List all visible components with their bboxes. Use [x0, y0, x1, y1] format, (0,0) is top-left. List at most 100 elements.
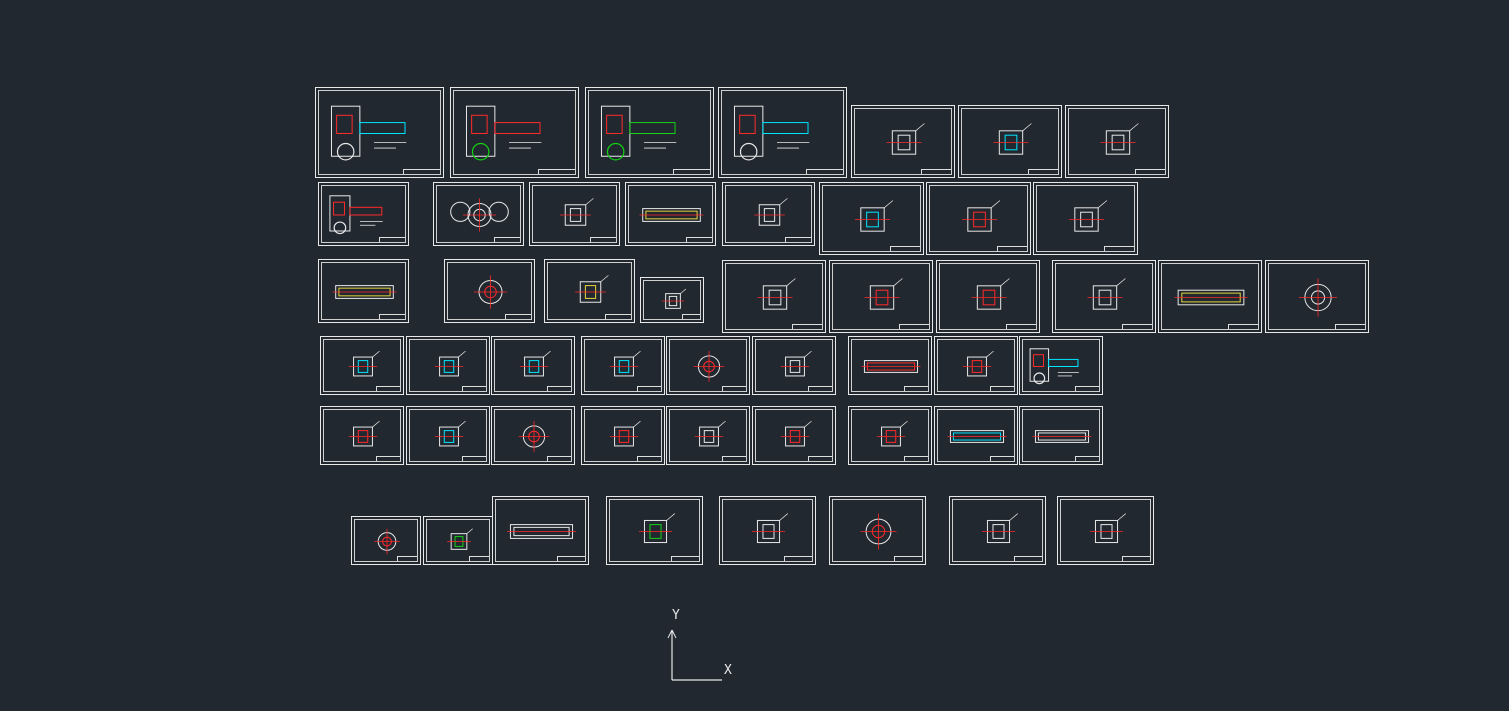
drawing-sheet[interactable] — [529, 182, 620, 246]
sheet-border — [1022, 409, 1100, 462]
drawing-sheet[interactable] — [719, 496, 816, 565]
title-block — [997, 246, 1027, 251]
drawing-sheet[interactable] — [351, 516, 421, 565]
ucs-icon — [667, 629, 722, 681]
title-block — [890, 246, 920, 251]
drawing-sheet[interactable] — [491, 336, 575, 395]
title-block — [784, 556, 812, 561]
ucs-y-label: Y — [672, 608, 680, 623]
sheet-border — [851, 339, 929, 392]
drawing-sheet[interactable] — [492, 496, 589, 565]
title-block — [376, 456, 400, 461]
sheet-border — [318, 90, 441, 175]
sheet-border — [1055, 263, 1153, 330]
drawing-sheet[interactable] — [848, 336, 932, 395]
title-block — [547, 456, 571, 461]
sheet-border — [409, 339, 487, 392]
drawing-sheet[interactable] — [934, 336, 1018, 395]
drawing-sheet[interactable] — [829, 496, 926, 565]
drawing-sheet[interactable] — [718, 87, 847, 178]
title-block — [462, 386, 486, 391]
drawing-sheet[interactable] — [625, 182, 716, 246]
title-block — [808, 386, 832, 391]
sheet-border — [643, 280, 701, 320]
drawing-sheet[interactable] — [1057, 496, 1154, 565]
drawing-sheet[interactable] — [752, 406, 836, 465]
sheet-border — [755, 409, 833, 462]
drawing-sheet[interactable] — [848, 406, 932, 465]
drawing-sheet[interactable] — [1265, 260, 1369, 333]
drawing-sheet[interactable] — [318, 182, 409, 246]
drawing-sheet[interactable] — [423, 516, 493, 565]
drawing-sheet[interactable] — [1033, 182, 1138, 255]
drawing-sheet[interactable] — [829, 260, 933, 333]
sheet-border — [939, 263, 1037, 330]
drawing-sheet[interactable] — [722, 182, 815, 246]
title-block — [538, 169, 575, 174]
title-block — [1075, 456, 1099, 461]
sheet-border — [409, 409, 487, 462]
sheet-border — [854, 108, 952, 175]
drawing-sheet[interactable] — [318, 259, 409, 323]
drawing-sheet[interactable] — [315, 87, 444, 178]
drawing-sheet[interactable] — [752, 336, 836, 395]
drawing-sheet[interactable] — [450, 87, 579, 178]
sheet-border — [832, 499, 923, 562]
drawing-sheet[interactable] — [666, 336, 750, 395]
drawing-sheet[interactable] — [320, 406, 404, 465]
drawing-sheet[interactable] — [1052, 260, 1156, 333]
title-block — [1104, 246, 1134, 251]
sheet-border — [1161, 263, 1259, 330]
title-block — [1122, 324, 1152, 329]
drawing-sheet[interactable] — [1158, 260, 1262, 333]
sheet-border — [547, 262, 632, 320]
drawing-sheet[interactable] — [491, 406, 575, 465]
drawing-sheet[interactable] — [581, 336, 665, 395]
sheet-border — [725, 263, 823, 330]
sheet-border — [321, 185, 406, 243]
title-block — [605, 314, 631, 319]
drawing-sheet[interactable] — [1019, 406, 1103, 465]
drawing-sheet[interactable] — [406, 406, 490, 465]
ucs-x-label: X — [724, 663, 732, 678]
sheet-border — [584, 409, 662, 462]
drawing-sheet[interactable] — [936, 260, 1040, 333]
drawing-sheet[interactable] — [851, 105, 955, 178]
drawing-sheet[interactable] — [949, 496, 1046, 565]
drawing-sheet[interactable] — [581, 406, 665, 465]
title-block — [590, 237, 616, 242]
title-block — [396, 556, 417, 561]
drawing-sheet[interactable] — [819, 182, 924, 255]
title-block — [1228, 324, 1258, 329]
drawing-sheet[interactable] — [606, 496, 703, 565]
drawing-sheet[interactable] — [1065, 105, 1169, 178]
title-block — [505, 314, 531, 319]
drawing-sheet[interactable] — [444, 259, 535, 323]
drawing-sheet[interactable] — [640, 277, 704, 323]
drawing-sheet[interactable] — [666, 406, 750, 465]
drawing-sheet[interactable] — [585, 87, 714, 178]
drawing-sheet[interactable] — [433, 182, 524, 246]
sheet-border — [1060, 499, 1151, 562]
drawing-sheet[interactable] — [722, 260, 826, 333]
title-block — [1075, 386, 1099, 391]
drawing-sheet[interactable] — [320, 336, 404, 395]
drawing-sheet[interactable] — [544, 259, 635, 323]
sheet-border — [1068, 108, 1166, 175]
drawing-sheet[interactable] — [934, 406, 1018, 465]
title-block — [462, 456, 486, 461]
sheet-border — [628, 185, 713, 243]
sheet-border — [323, 409, 401, 462]
drawing-sheet[interactable] — [926, 182, 1031, 255]
sheet-border — [929, 185, 1028, 252]
sheet-border — [961, 108, 1059, 175]
sheet-border — [495, 499, 586, 562]
sheet-border — [755, 339, 833, 392]
title-block — [637, 456, 661, 461]
sheet-border — [584, 339, 662, 392]
title-block — [376, 386, 400, 391]
drawing-sheet[interactable] — [958, 105, 1062, 178]
drawing-sheet[interactable] — [1019, 336, 1103, 395]
drawing-sheet[interactable] — [406, 336, 490, 395]
